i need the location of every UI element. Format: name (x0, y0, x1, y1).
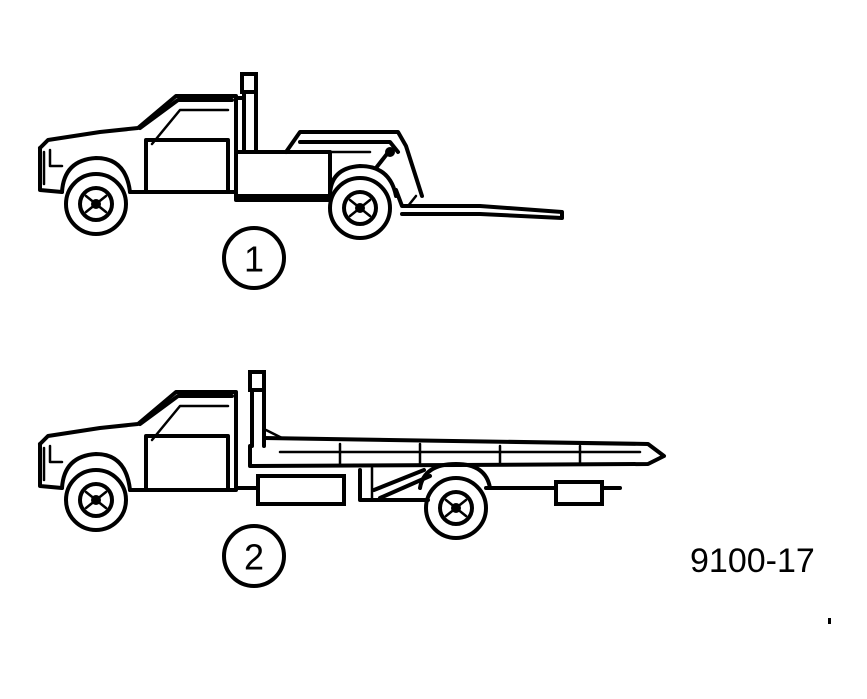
stray-mark (828, 618, 831, 624)
callout-2-circle (222, 524, 286, 588)
callout-1: 1 (222, 226, 286, 290)
flatbed-carrier-truck (38, 370, 666, 540)
wheel-lift-tow-truck (38, 72, 564, 240)
callout-1-circle (222, 226, 286, 290)
callout-2-label: 2 (244, 537, 264, 578)
callout-1-label: 1 (244, 239, 264, 280)
figure-code: 9100-17 (690, 542, 815, 580)
callout-2: 2 (222, 524, 286, 588)
